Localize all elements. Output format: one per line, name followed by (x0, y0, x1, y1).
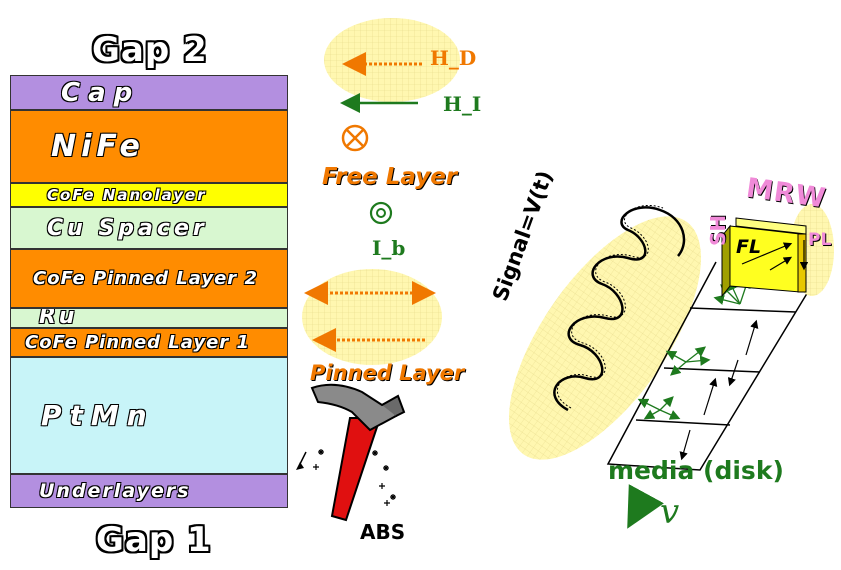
velocity-arrow (627, 484, 664, 529)
velocity-label: v (660, 492, 680, 532)
cofe-pinned-layer-2-label: CoFe Pinned Layer 2 (32, 267, 258, 290)
bit-arrows (679, 319, 759, 461)
abs-label: ABS (360, 520, 406, 544)
ptmn-layer-label: PtMn (40, 398, 155, 433)
pl-label: PL (808, 230, 832, 250)
ru-layer: Ru (10, 308, 288, 328)
nife-layer-label: NiFe (50, 128, 145, 165)
sh-label: SH (706, 214, 730, 246)
cofe-pinned-layer-2: CoFe Pinned Layer 2 (10, 249, 288, 308)
i-b-label: I_b (372, 236, 406, 260)
gap-1-label: Gap 1 (96, 520, 212, 560)
sparkles (313, 449, 396, 506)
cap-layer: Cap (10, 75, 288, 110)
into-page-icon (341, 124, 369, 152)
h-d-label: H_D (430, 46, 477, 70)
media-label: media (disk) (608, 456, 784, 485)
ru-layer-label: Ru (38, 308, 79, 328)
underlayers-label: Underlayers (38, 479, 191, 503)
cap-layer-label: Cap (60, 77, 141, 109)
free-layer-label: Free Layer (322, 164, 458, 190)
out-of-page-icon (369, 201, 393, 225)
cofe-pinned-layer-1: CoFe Pinned Layer 1 (10, 328, 288, 357)
gap-2-label: Gap 2 (92, 30, 208, 70)
underlayers-layer: Underlayers (10, 474, 288, 508)
fl-label: FL (736, 236, 762, 258)
nife-layer: NiFe (10, 110, 288, 183)
cofe-nanolayer: CoFe Nanolayer (10, 183, 288, 207)
media-track (606, 261, 821, 471)
pinned-layer-label: Pinned Layer (310, 361, 465, 385)
cofe-pinned-layer-1-label: CoFe Pinned Layer 1 (24, 331, 250, 354)
h-i-label: H_I (443, 92, 482, 116)
mrw-head (721, 217, 809, 298)
cu-spacer-label: Cu Spacer (46, 215, 208, 242)
abs-pointer (296, 462, 304, 470)
cu-spacer-layer: Cu Spacer (10, 207, 288, 249)
ptmn-layer: PtMn (10, 357, 288, 474)
cofe-nanolayer-label: CoFe Nanolayer (46, 185, 207, 205)
hammer-icon (310, 383, 406, 522)
